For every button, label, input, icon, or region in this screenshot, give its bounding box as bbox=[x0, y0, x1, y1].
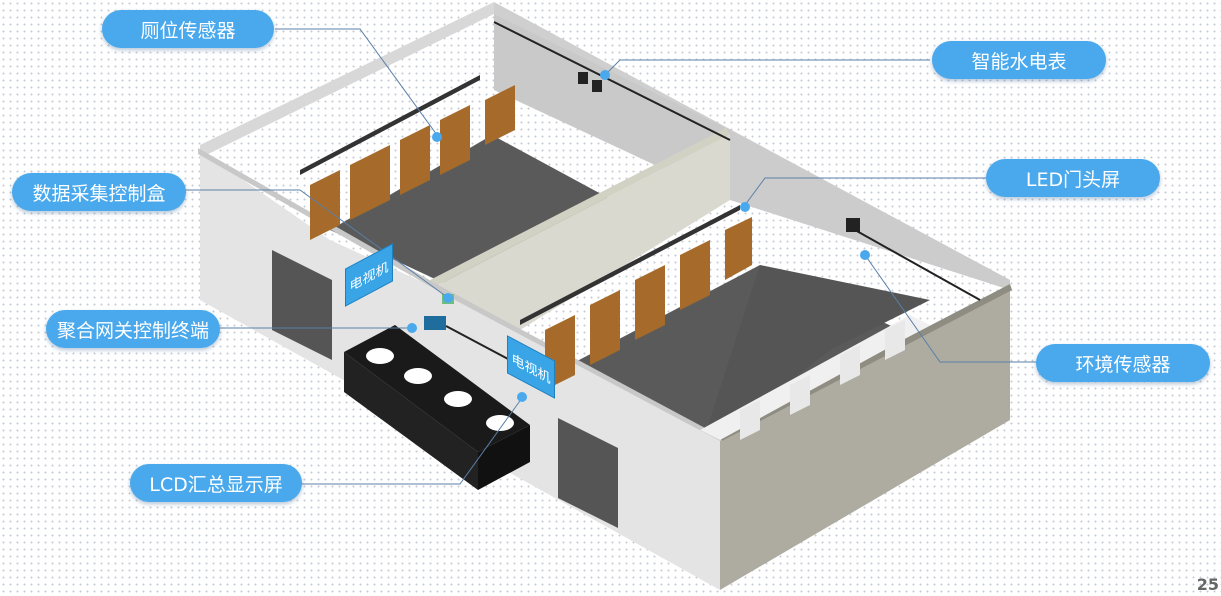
leader-dots bbox=[407, 70, 870, 402]
leader-lines bbox=[185, 28, 1040, 485]
back-wall-left bbox=[200, 2, 494, 158]
label-data-box: 数据采集控制盒 bbox=[12, 173, 186, 211]
env-sensor-device bbox=[846, 218, 860, 232]
water-meter-device-1 bbox=[578, 72, 588, 84]
middle-partition-top bbox=[430, 128, 730, 286]
label-toilet-sensor: 厕位传感器 bbox=[102, 10, 274, 48]
water-meter-device-2 bbox=[592, 80, 602, 92]
label-gateway: 聚合网关控制终端 bbox=[46, 310, 220, 348]
urinal-partitions bbox=[700, 315, 930, 440]
interior-back-wall-lower bbox=[730, 130, 1010, 290]
doorway-right bbox=[558, 418, 618, 528]
gateway-device bbox=[424, 316, 446, 330]
label-water-meter: 智能水电表 bbox=[932, 41, 1106, 79]
label-env-sensor: 环境传感器 bbox=[1036, 344, 1210, 382]
doorway-left bbox=[272, 250, 332, 360]
interior-back-wall-upper bbox=[494, 14, 730, 200]
label-lcd-screen: LCD汇总显示屏 bbox=[130, 464, 302, 502]
right-wall bbox=[720, 290, 1010, 590]
page-number: 25 bbox=[1196, 575, 1219, 594]
front-wall-top bbox=[198, 148, 722, 442]
sink-counter bbox=[344, 325, 530, 490]
middle-partition bbox=[436, 134, 730, 330]
lower-stalls bbox=[520, 205, 752, 390]
floor-upper-room bbox=[330, 135, 640, 300]
label-led-screen: LED门头屏 bbox=[986, 159, 1160, 197]
upper-stalls bbox=[300, 75, 515, 240]
